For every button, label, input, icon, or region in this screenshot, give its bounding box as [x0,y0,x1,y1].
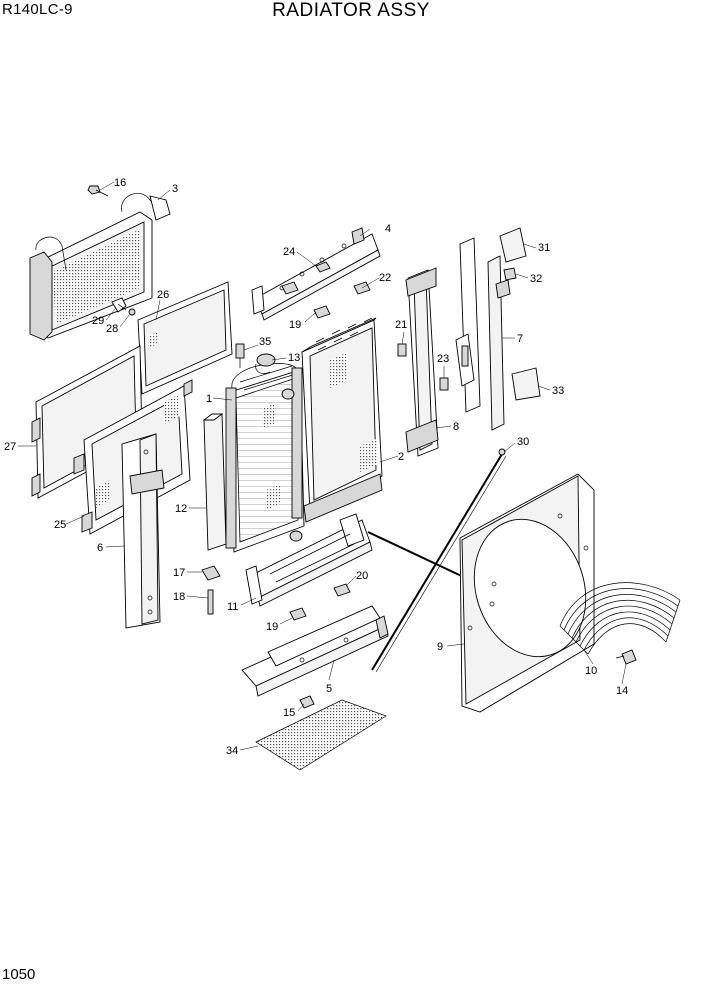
part-18-pin [207,589,214,615]
part-17-clamp [201,565,221,581]
callout-21: 21 [395,319,407,331]
part-21-tab [397,343,407,357]
part-8-side-frame [405,267,439,457]
callout-9: 9 [437,641,443,653]
callout-4: 4 [385,223,391,235]
callout-labels: 1 2 3 4 5 6 7 8 9 10 11 12 13 14 15 16 1… [4,177,628,757]
part-7-stay [455,237,511,431]
callout-30: 30 [517,436,529,448]
callout-24: 24 [283,246,295,258]
callout-34: 34 [226,745,238,757]
page-title: RADIATOR ASSY [272,0,430,21]
part-20-pad [333,583,351,597]
callout-20: 20 [356,570,368,582]
part-30-stay-rod [367,448,507,673]
part-32-clip [503,267,517,281]
callout-32: 32 [530,273,542,285]
leader-lines [18,181,627,751]
part-12-foam-strip [202,413,227,551]
part-10-fan-guard [559,582,681,655]
part-29-clip [111,297,127,313]
callout-13: 13 [288,352,300,364]
part-1-radiator [225,363,305,553]
part-4-top-bracket [251,227,381,321]
part-34-mat [255,699,387,771]
callout-18: 18 [173,591,185,603]
part-26-screen [137,281,233,395]
part-23-tab [439,377,449,391]
callout-22: 22 [379,272,391,284]
part-24-pad [315,261,331,273]
callout-15: 15 [283,707,295,719]
callout-12: 12 [175,503,187,515]
callout-16: 16 [114,177,126,189]
part-11-tray [245,513,373,607]
callout-19-lower: 19 [266,621,278,633]
part-6-bracket [121,433,165,629]
part-5-base-bracket [241,605,389,697]
callout-27: 27 [4,441,16,453]
callout-8: 8 [453,421,459,433]
callout-2: 2 [398,451,404,463]
part-31-block [499,227,527,263]
part-9-fan-shroud [459,473,595,713]
callout-26: 26 [157,289,169,301]
part-14-bolt [615,649,637,665]
callout-1: 1 [206,393,212,405]
part-19-pad-upper [313,305,331,319]
part-13-cap [255,353,276,374]
callout-28: 28 [106,323,118,335]
part-16-bolt [87,185,109,197]
callout-17: 17 [173,567,185,579]
callout-31: 31 [538,242,550,254]
callout-11: 11 [227,601,238,613]
callout-3: 3 [172,183,178,195]
callout-23: 23 [437,353,449,365]
callout-33: 33 [552,385,564,397]
callout-6: 6 [97,542,103,554]
part-19-pad-lower [289,607,307,621]
callout-5: 5 [326,683,332,695]
callout-7: 7 [517,333,523,345]
callout-19-upper: 19 [289,319,301,331]
callout-35: 35 [259,336,271,348]
model-code: R140LC-9 [2,1,73,18]
callout-25: 25 [54,519,66,531]
callout-29: 29 [92,315,104,327]
callout-14: 14 [616,685,628,697]
page-number: 1050 [2,966,36,983]
part-35-sensor [235,343,245,368]
part-33-pad [511,367,541,401]
part-28-nut [128,308,136,316]
part-2-oil-cooler [301,317,383,523]
callout-10: 10 [585,665,597,677]
